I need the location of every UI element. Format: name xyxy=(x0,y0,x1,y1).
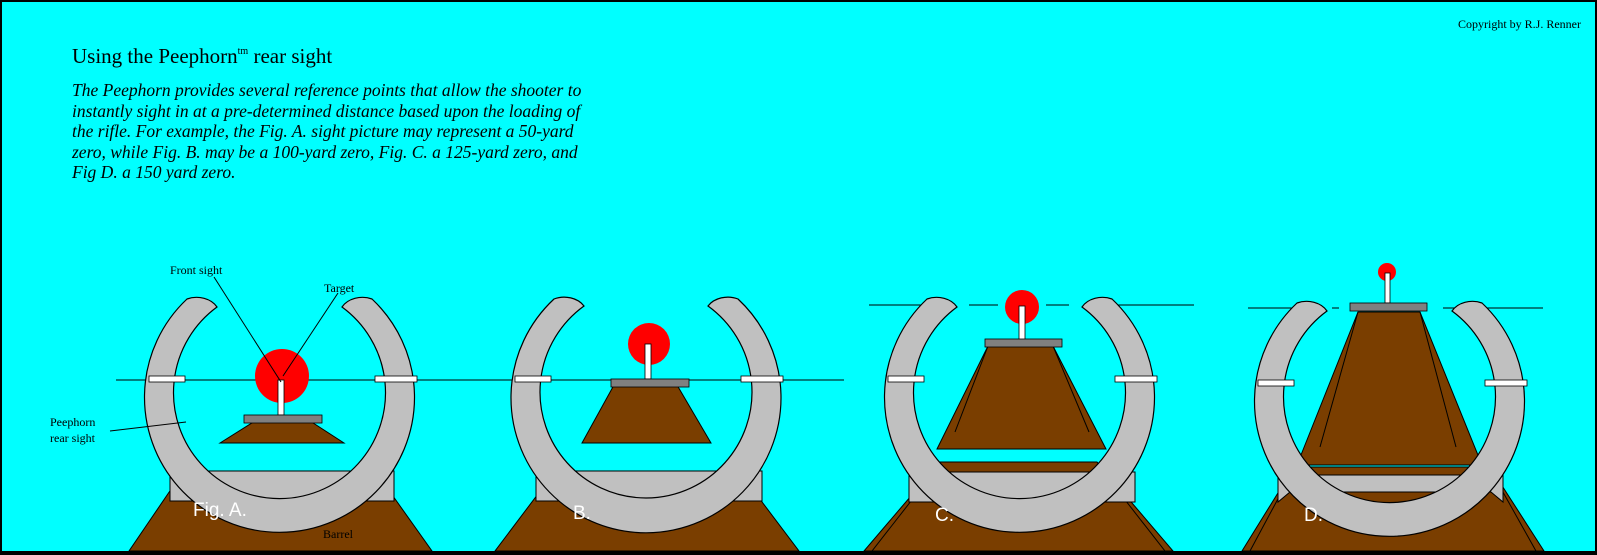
figure-b: B. xyxy=(424,296,844,551)
front-sight-post-d xyxy=(1384,272,1391,304)
front-sight-blade-d xyxy=(1349,302,1428,312)
figure-c: C. xyxy=(863,290,1194,551)
front-sight-label: Front sight xyxy=(170,263,223,277)
front-sight-blade-c xyxy=(984,338,1063,348)
title-suffix: rear sight xyxy=(248,44,333,68)
trademark-mark: tm xyxy=(237,46,249,57)
peephorn-label-line1: Peephorn xyxy=(50,415,95,429)
peephorn-ring-d xyxy=(1253,300,1526,537)
figure-label-d: D. xyxy=(1304,505,1323,526)
peephorn-ring-c xyxy=(883,296,1156,533)
copyright-notice: Copyright by R.J. Renner xyxy=(1458,17,1581,31)
description-paragraph: The Peephorn provides several reference … xyxy=(72,80,582,182)
figure-a: Front sight Target Peephorn rear sight B… xyxy=(50,263,508,551)
front-sight-post-b xyxy=(644,343,652,380)
peephorn-ring-a xyxy=(143,296,416,533)
figure-label-a: Fig. A. xyxy=(193,500,247,521)
page-title: Using the Peephorntm rear sight xyxy=(72,44,332,69)
front-sight-post-a xyxy=(277,379,285,416)
title-prefix: Using the Peephorn xyxy=(72,44,238,68)
barrel-label: Barrel xyxy=(323,527,354,541)
target-d xyxy=(1378,263,1396,281)
target-label: Target xyxy=(324,281,355,295)
front-sight-blade-b xyxy=(610,378,690,388)
front-sight-post-c xyxy=(1018,305,1026,341)
figure-d: D. xyxy=(1241,263,1545,551)
front-sight-ramp-a xyxy=(218,420,346,444)
front-sight-ramp-b xyxy=(581,384,712,444)
figure-label-b: B. xyxy=(573,503,591,524)
figure-label-c: C. xyxy=(935,505,954,526)
peephorn-ring-b xyxy=(510,296,782,534)
peephorn-label-line2: rear sight xyxy=(50,431,96,445)
front-sight-ramp-c xyxy=(936,345,1107,450)
front-sight-blade-a xyxy=(243,414,323,424)
